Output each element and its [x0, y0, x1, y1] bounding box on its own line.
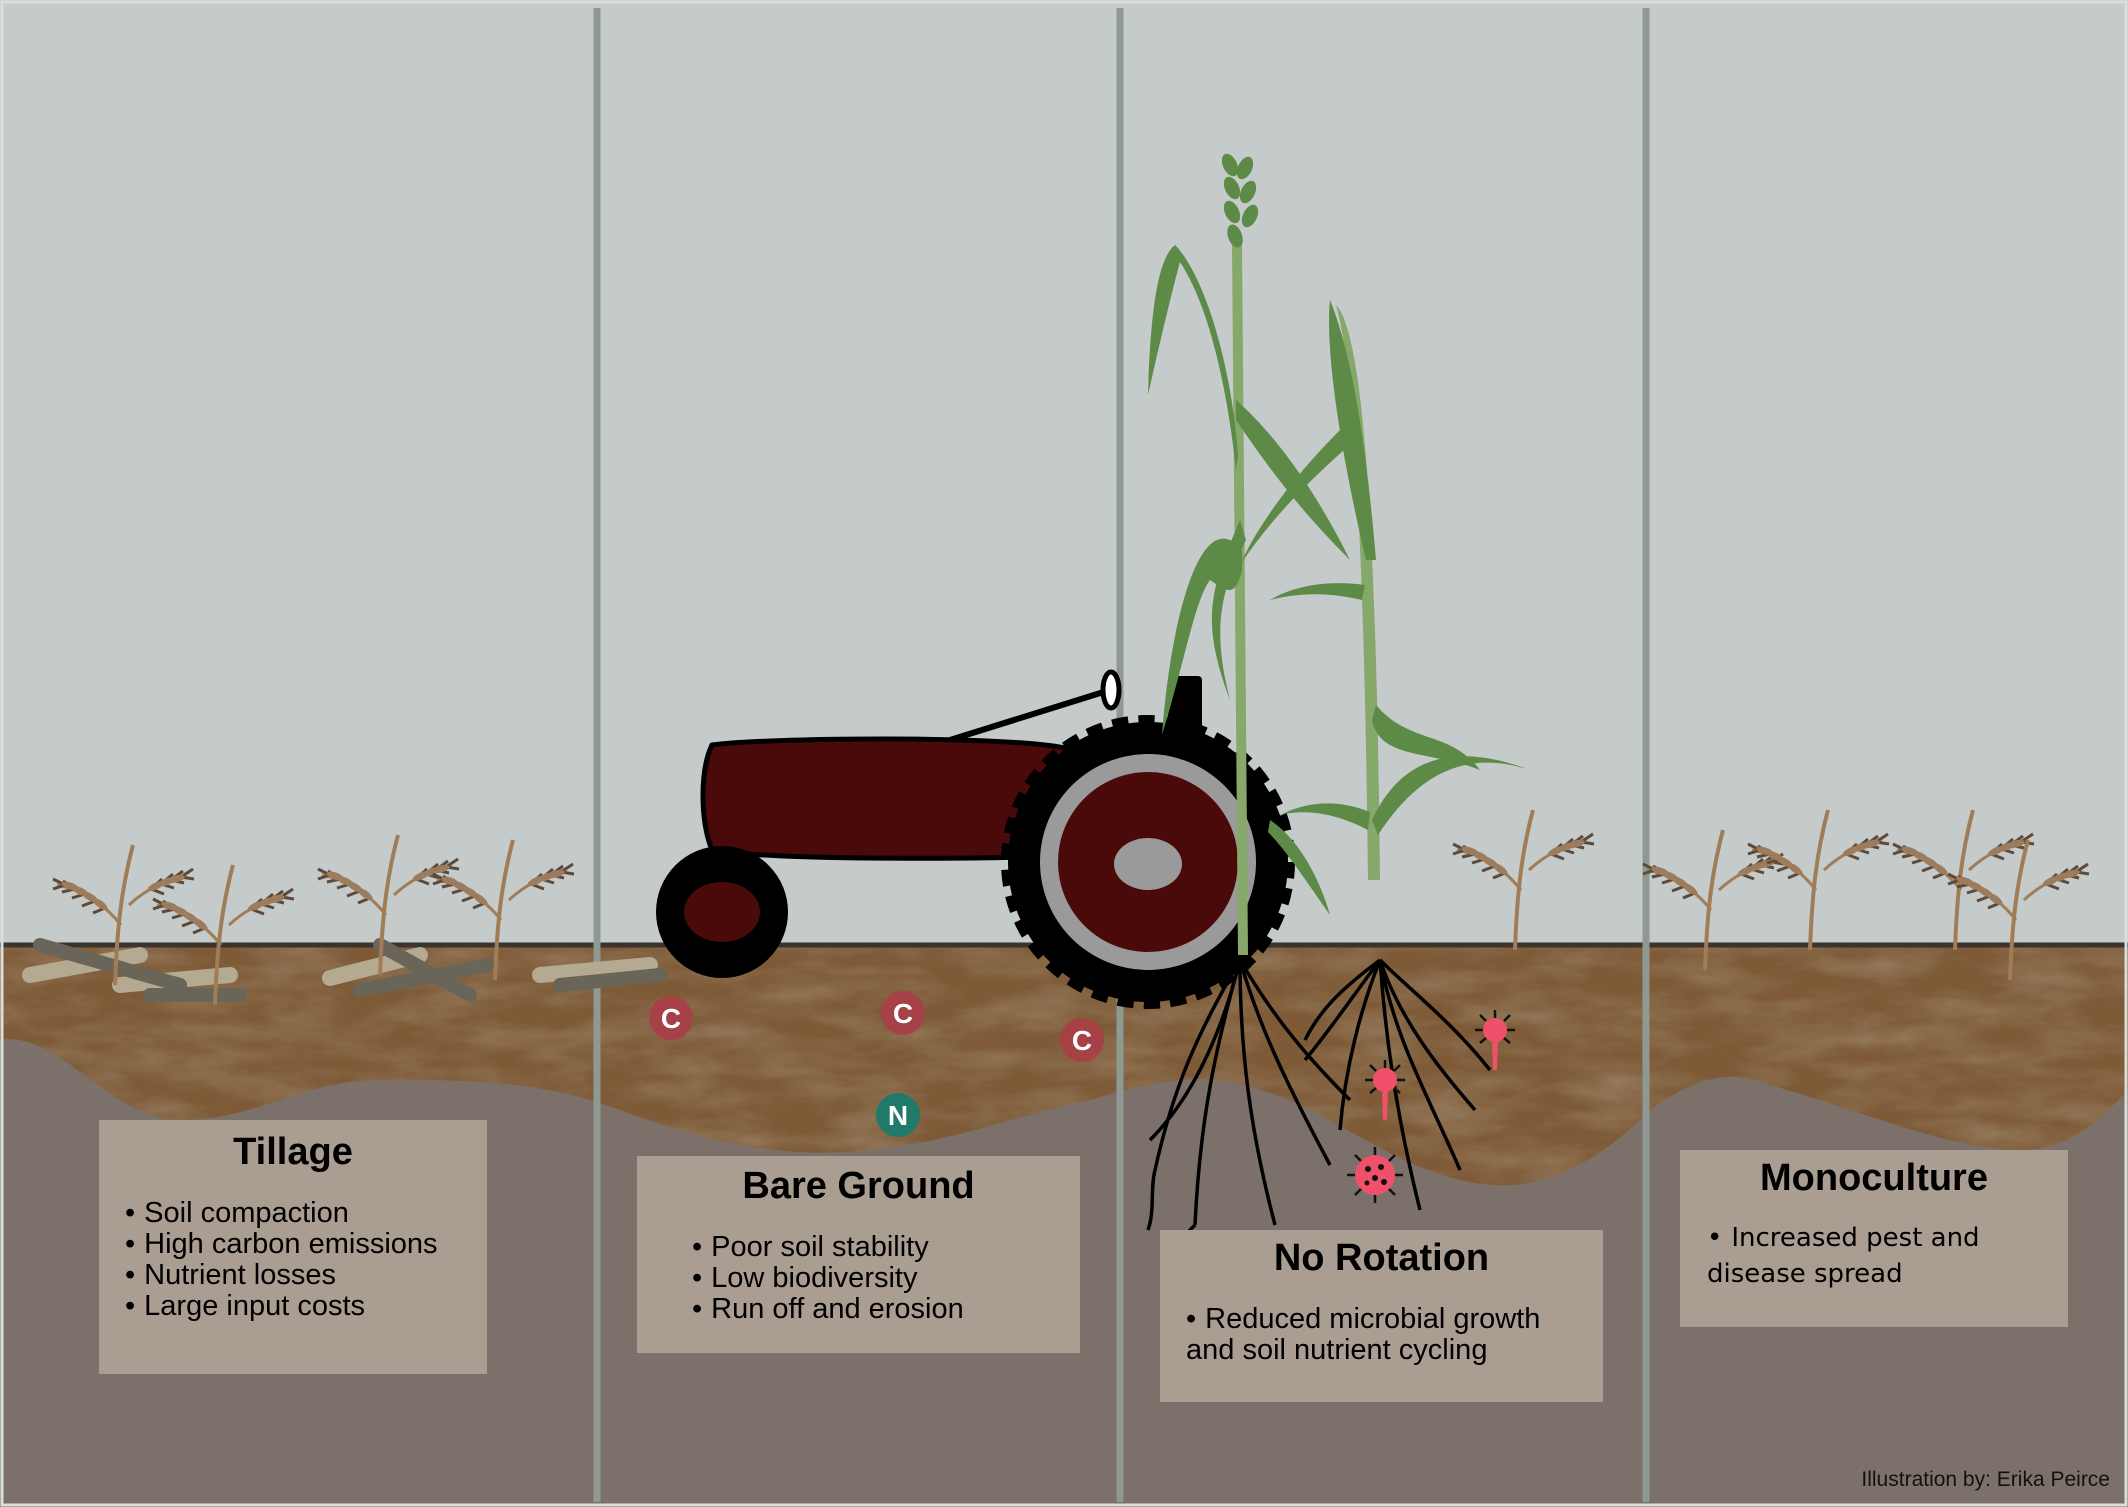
panel-title: Tillage [233, 1131, 353, 1173]
nitrogen-marker: N [876, 1093, 920, 1137]
panel-title: No Rotation [1273, 1237, 1490, 1279]
bullet-item: Nutrient losses [125, 1259, 487, 1291]
bullet-item: Soil compaction [125, 1197, 487, 1229]
bullet-item: Run off and erosion [692, 1293, 1080, 1325]
bare-ground-box: Bare Ground Poor soil stability Low biod… [637, 1156, 1080, 1353]
bullet-item: Increased pest and disease spread [1707, 1220, 2062, 1293]
marker-label: C [893, 998, 913, 1029]
panel-title: Bare Ground [742, 1165, 975, 1207]
tillage-box: Tillage Soil compaction High carbon emis… [99, 1120, 487, 1374]
root-icon [1146, 958, 1492, 1242]
illustration-credit: Illustration by: Erika Peirce [1861, 1468, 2110, 1491]
monoculture-box: Monoculture Increased pest and disease s… [1680, 1150, 2068, 1327]
panel-title: Monoculture [1760, 1157, 1988, 1199]
no-rotation-box: No Rotation Reduced microbial growth and… [1160, 1230, 1603, 1402]
crop-residue [22, 938, 667, 1002]
marker-label: N [888, 1100, 908, 1131]
bullet-item: High carbon emissions [125, 1228, 487, 1260]
bullet-list: Increased pest and disease spread [1707, 1220, 2068, 1293]
bullet-list: Poor soil stability Low biodiversity Run… [692, 1231, 1080, 1325]
carbon-marker: C [881, 991, 925, 1035]
carbon-marker: C [1060, 1018, 1104, 1062]
carbon-marker: C [649, 996, 693, 1040]
marker-label: C [1072, 1025, 1092, 1056]
corn-plant-icon [1148, 153, 1530, 955]
tractor-icon [656, 669, 1295, 1009]
marker-label: C [661, 1003, 681, 1034]
bullet-item: Large input costs [125, 1290, 487, 1322]
bullet-list: Reduced microbial growth and soil nutrie… [1186, 1303, 1603, 1366]
microbe-icon [1345, 1145, 1405, 1205]
bullet-item: Low biodiversity [692, 1262, 1080, 1294]
bullet-item: Poor soil stability [692, 1231, 1080, 1263]
soil-markers: C C C N [649, 991, 1104, 1137]
bullet-item: Reduced microbial growth and soil nutrie… [1186, 1303, 1586, 1366]
bullet-list: Soil compaction High carbon emissions Nu… [125, 1197, 487, 1322]
